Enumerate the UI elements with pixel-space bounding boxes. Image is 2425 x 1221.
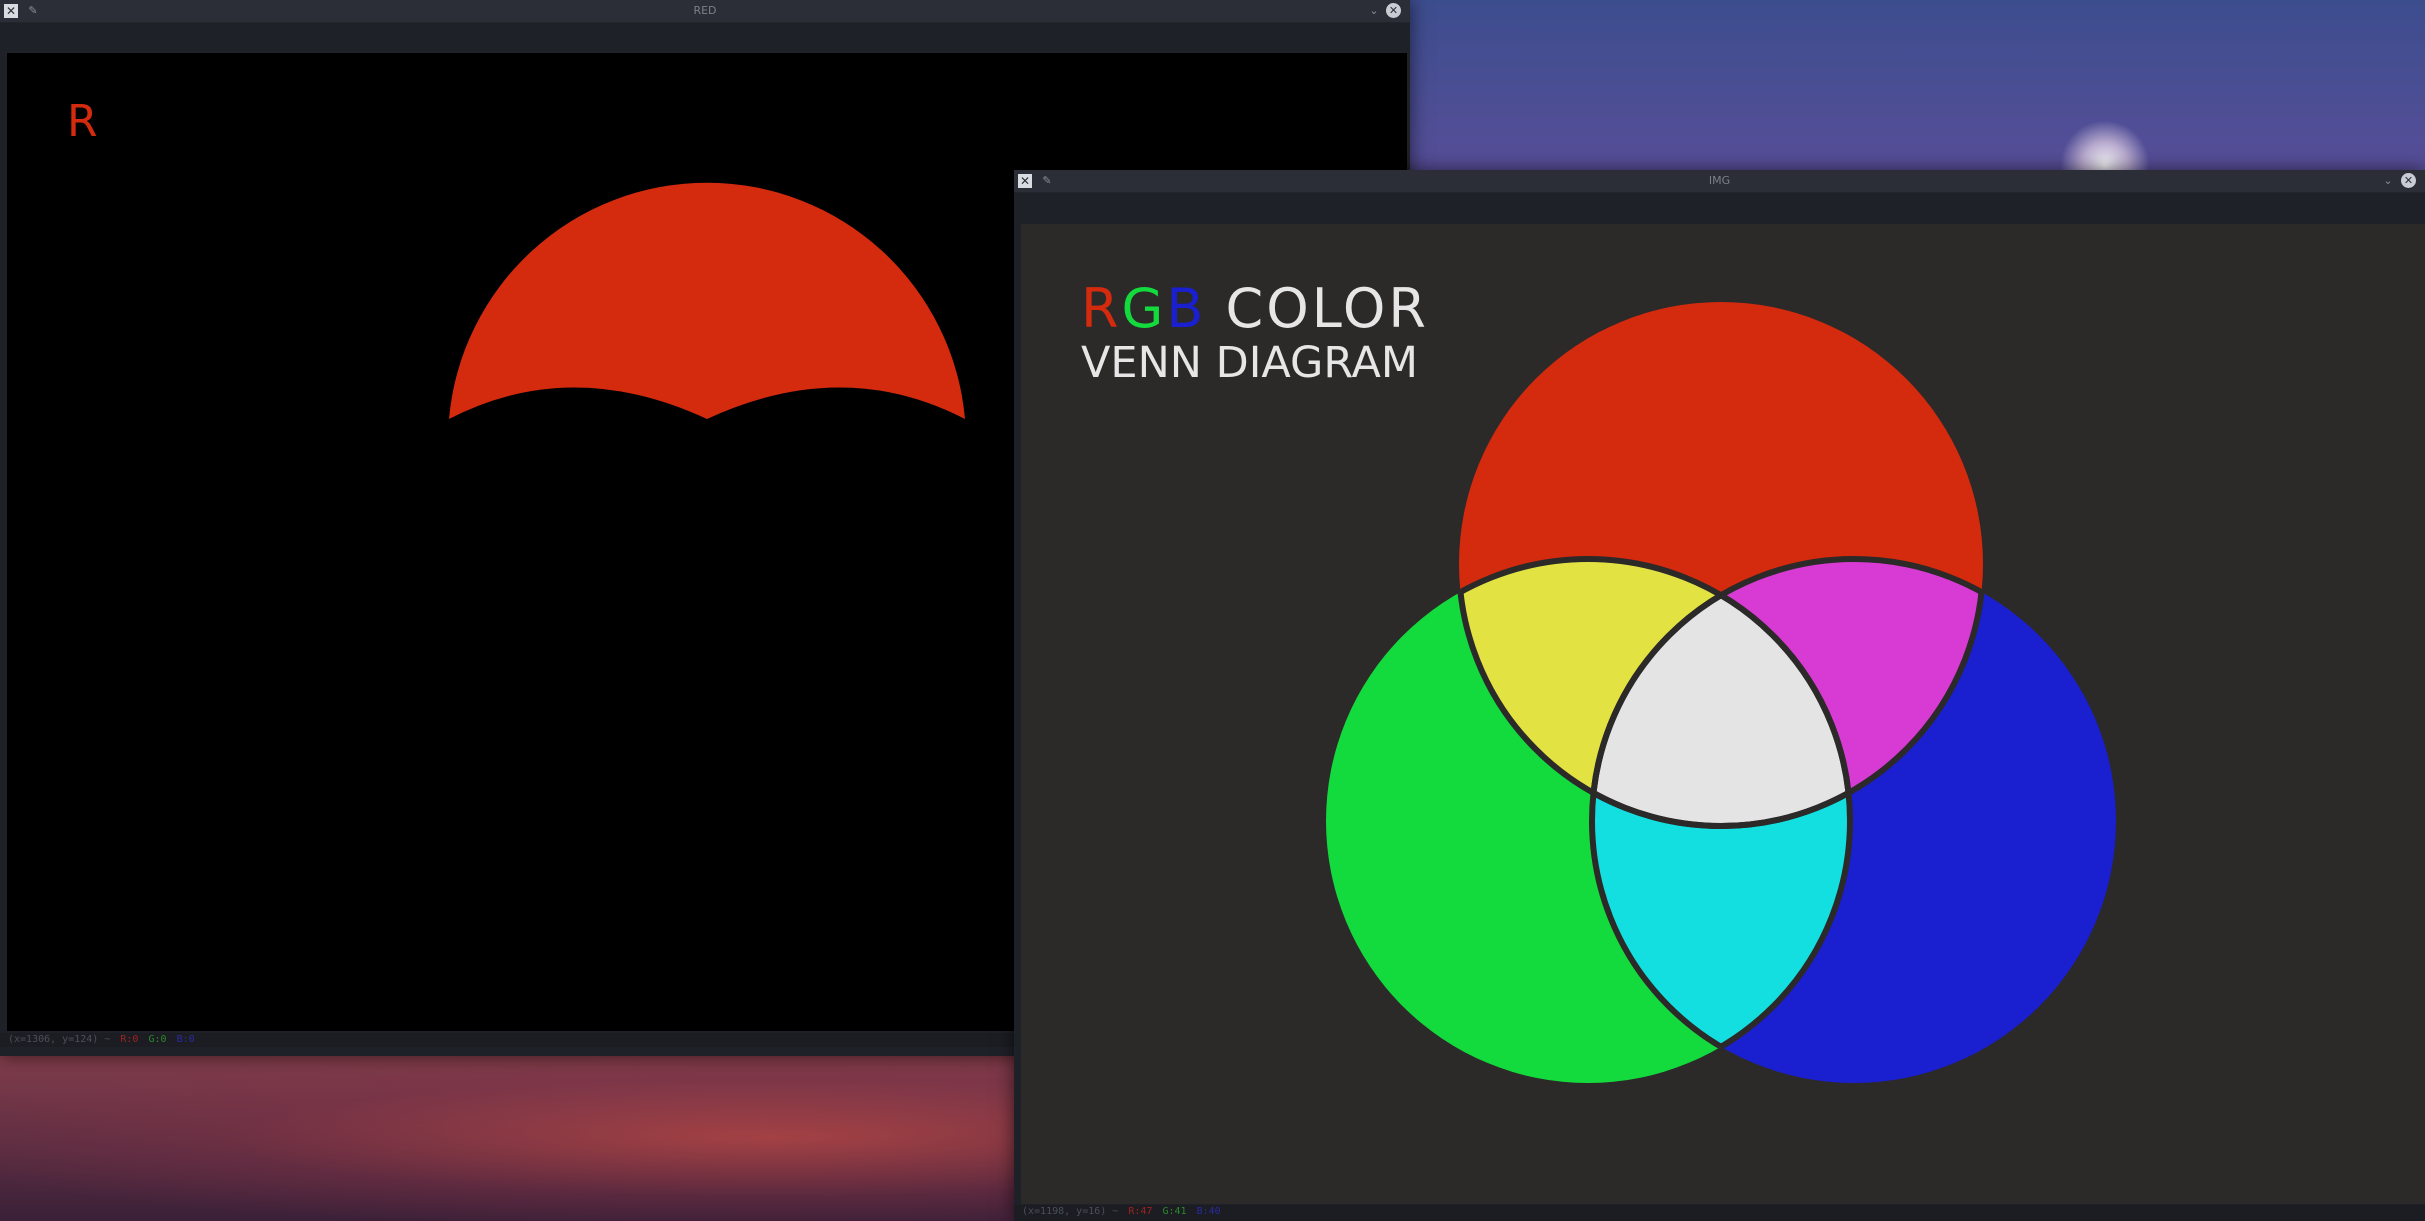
- img-window-titlebar[interactable]: ✕ ✎ IMG ⌄ ✕: [1014, 170, 2425, 193]
- title-letter-g: G: [1122, 277, 1167, 340]
- img-window-status: (x=1198, y=16) ~ R:47 G:41 B:40: [1014, 1205, 2425, 1221]
- status-b-value: B:40: [1196, 1206, 1221, 1217]
- img-window-title: IMG: [1708, 174, 1731, 187]
- red-channel-image: R: [67, 96, 965, 419]
- pin-icon[interactable]: ✎: [28, 4, 38, 17]
- status-r-value: R:0: [120, 1034, 139, 1045]
- red-window-titlebar[interactable]: ✕ ✎ RED ⌄ ✕: [0, 0, 1410, 23]
- app-icon[interactable]: ✕: [4, 4, 18, 18]
- diagram-subtitle: VENN DIAGRAM: [1081, 338, 1418, 388]
- pin-icon[interactable]: ✎: [1042, 174, 1052, 187]
- red-window-toolbar: [0, 23, 1410, 51]
- channel-letter: R: [67, 96, 98, 147]
- close-icon[interactable]: ✕: [1386, 3, 1401, 18]
- status-coords: (x=1306, y=124) ~: [8, 1034, 111, 1045]
- app-icon[interactable]: ✕: [1018, 174, 1032, 188]
- status-g-value: G:0: [148, 1034, 167, 1045]
- status-g-value: G:41: [1162, 1206, 1187, 1217]
- title-letter-r: R: [1081, 277, 1122, 340]
- wallpaper-clouds: [0, 1055, 1100, 1221]
- close-icon[interactable]: ✕: [2401, 173, 2416, 188]
- title-word-color: COLOR: [1226, 277, 1429, 340]
- venn-outline-green-in-blue: [1592, 559, 1853, 1083]
- red-channel-region: [449, 182, 965, 419]
- venn-white-center: [1592, 559, 1850, 826]
- diagram-title: RGB COLOR: [1081, 277, 1429, 340]
- status-r-value: R:47: [1128, 1206, 1153, 1217]
- chevron-down-icon[interactable]: ⌄: [2383, 174, 2393, 187]
- img-window[interactable]: ✕ ✎ IMG ⌄ ✕ RGB COLOR VENN DIAGRAM: [1014, 170, 2425, 1221]
- venn-outline-blue-in-green: [1589, 559, 1850, 1083]
- venn-diagram-image: RGB COLOR VENN DIAGRAM: [1081, 277, 2116, 1083]
- chevron-down-icon[interactable]: ⌄: [1369, 4, 1379, 17]
- img-window-toolbar: [1014, 193, 2425, 221]
- title-letter-b: B: [1166, 277, 1205, 340]
- status-coords: (x=1198, y=16) ~: [1022, 1206, 1119, 1217]
- red-window-title: RED: [693, 4, 717, 17]
- img-canvas[interactable]: RGB COLOR VENN DIAGRAM: [1021, 224, 2425, 1204]
- status-b-value: B:0: [176, 1034, 195, 1045]
